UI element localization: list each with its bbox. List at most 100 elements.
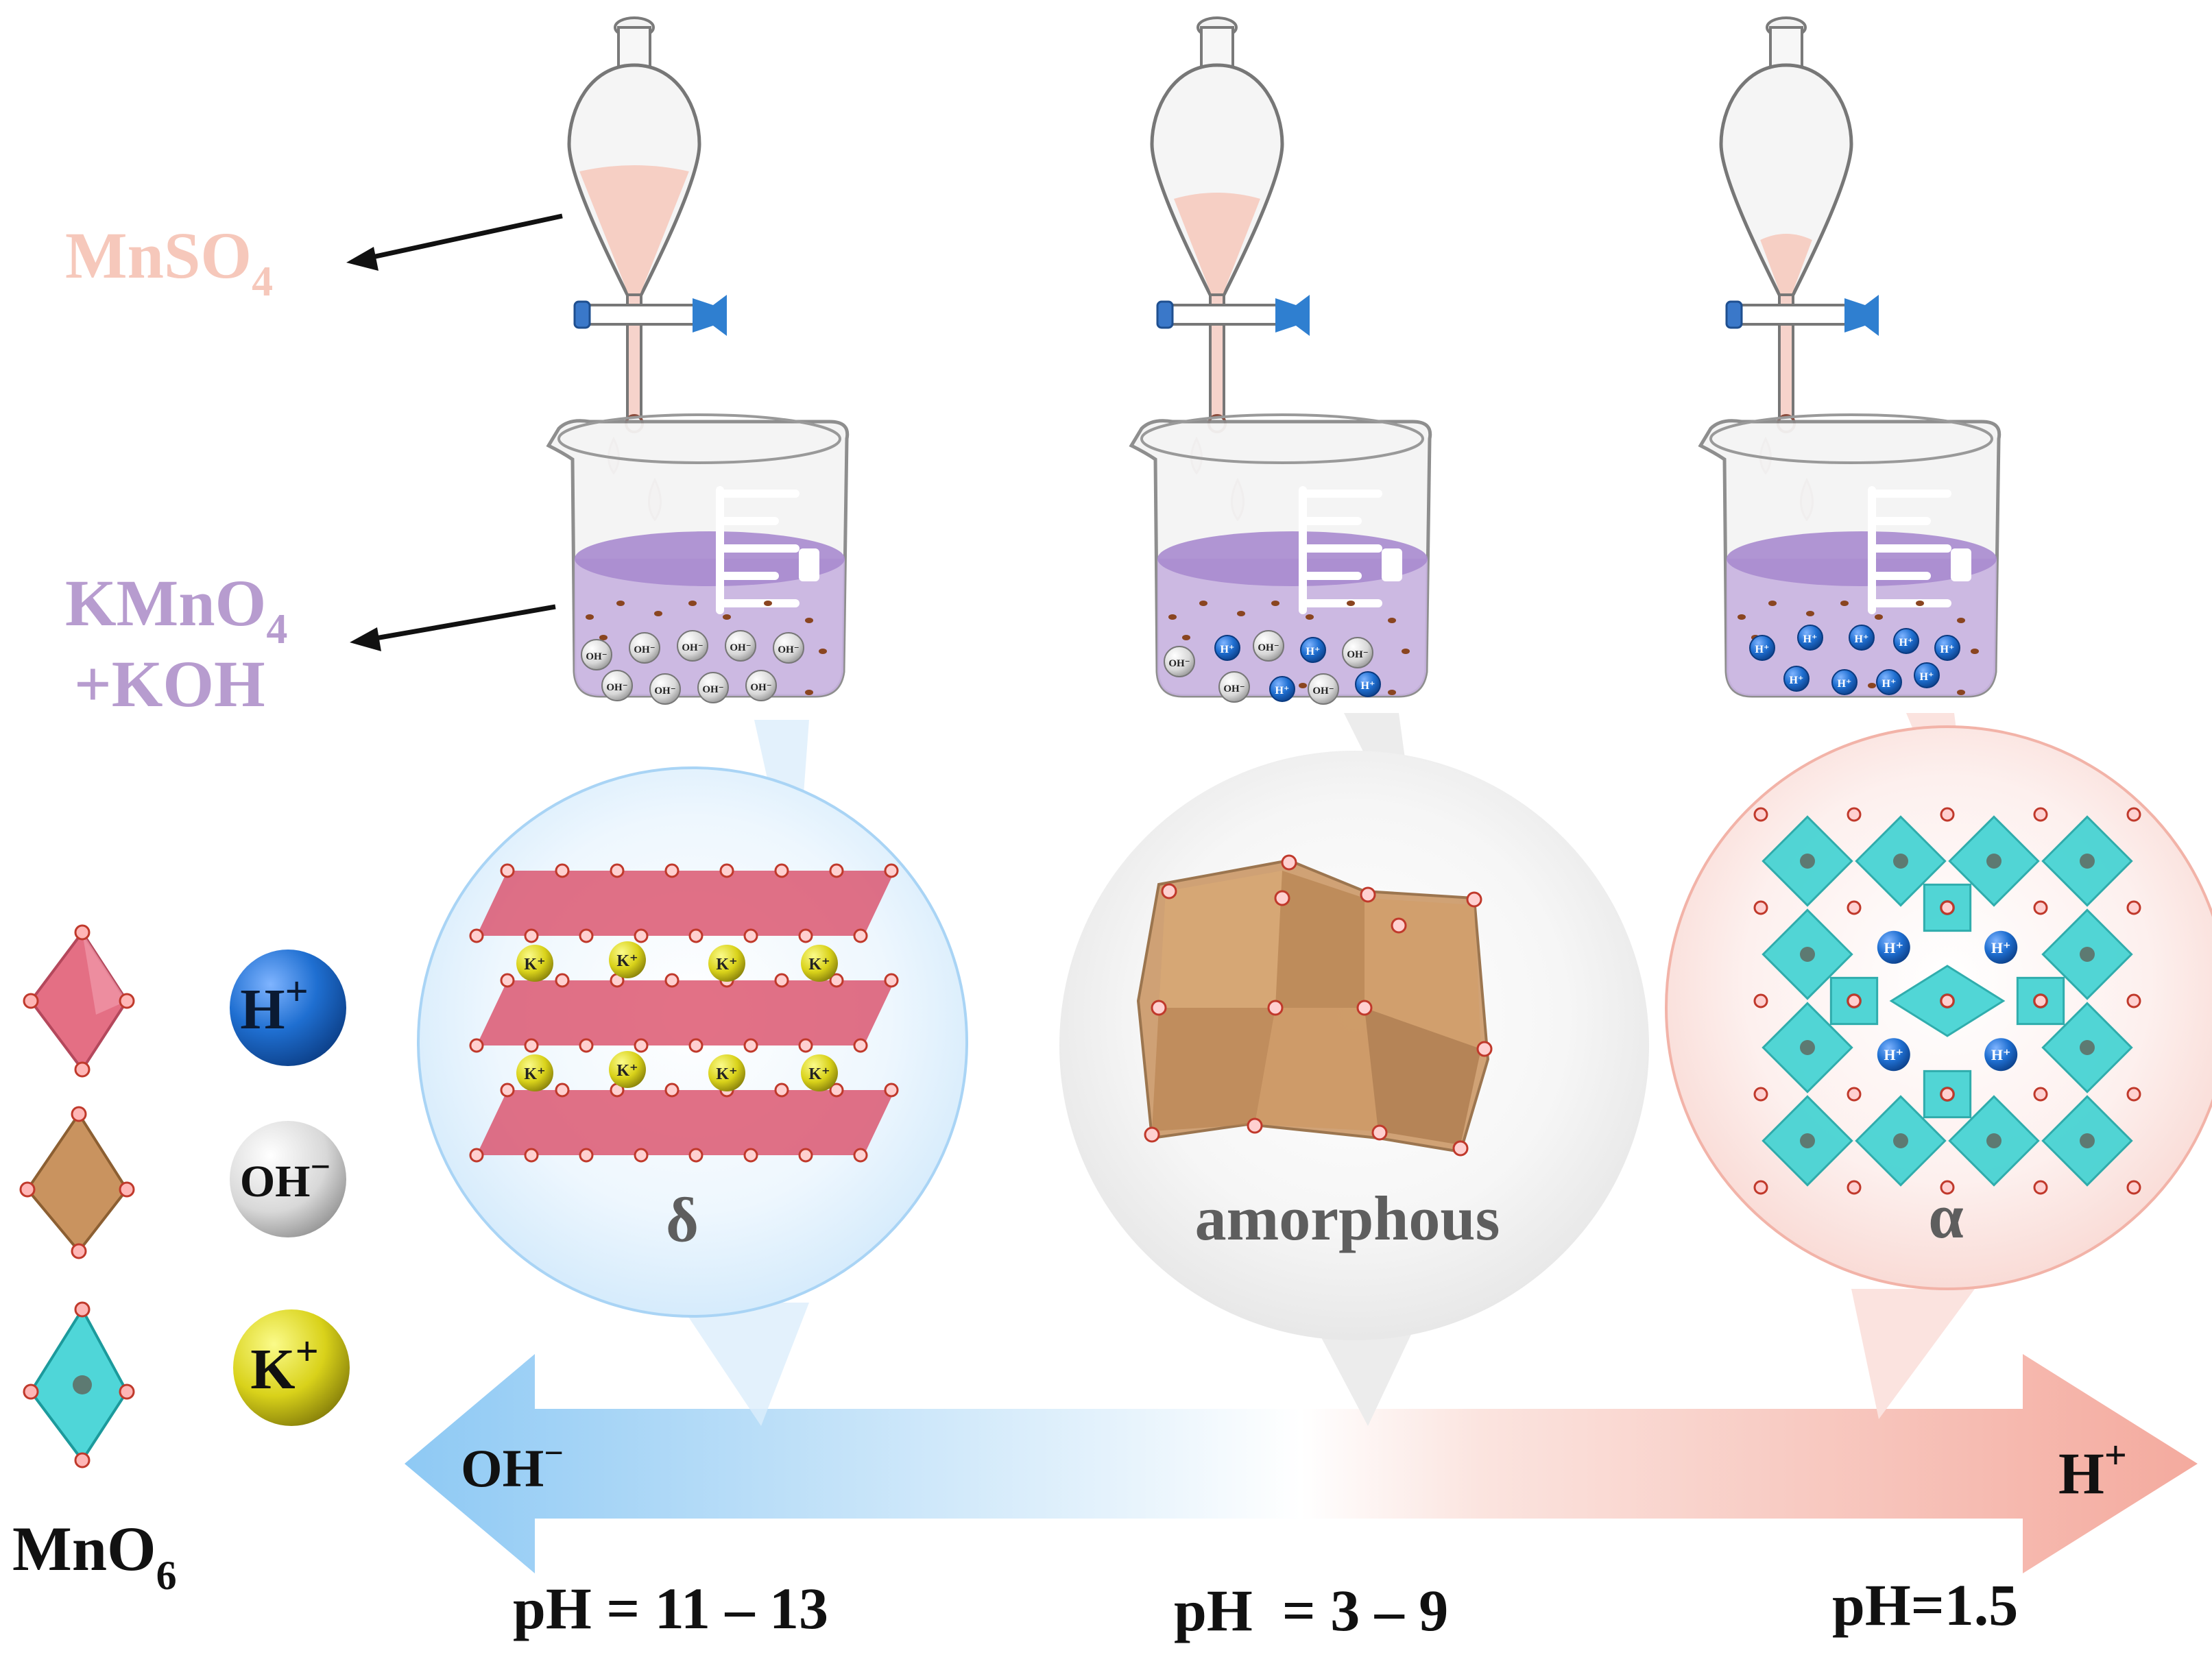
alpha-octahedron bbox=[1762, 908, 1853, 1000]
svg-text:OH⁻: OH⁻ bbox=[730, 642, 751, 653]
h-ion: H⁺ bbox=[1269, 676, 1295, 702]
svg-text:K⁺: K⁺ bbox=[616, 1062, 638, 1080]
oh-ion: OH⁻ bbox=[581, 639, 612, 670]
svg-text:H⁺: H⁺ bbox=[1884, 939, 1903, 956]
h-ion: H⁺ bbox=[1984, 1038, 2018, 1072]
h-ion: H⁺ bbox=[1984, 930, 2018, 964]
alpha-octahedron bbox=[1762, 815, 1853, 907]
svg-text:OH⁻: OH⁻ bbox=[1223, 684, 1245, 694]
mno6-octahedron-pink bbox=[23, 924, 135, 1078]
alpha-octahedron bbox=[1855, 1095, 1947, 1187]
kmno4-pointer-head bbox=[350, 627, 381, 651]
mnso4-pointer-head bbox=[346, 247, 378, 271]
h-ion: H⁺ bbox=[1934, 635, 1960, 661]
svg-text:H⁺: H⁺ bbox=[1991, 1046, 2011, 1063]
legend-ion-h: H+ bbox=[230, 950, 346, 1066]
alpha-octahedron bbox=[2041, 1095, 2133, 1187]
legend-title-mno6: MnO6 bbox=[12, 1514, 177, 1598]
h-ion: H⁺ bbox=[1749, 635, 1775, 661]
h-ion: H⁺ bbox=[1877, 1038, 1910, 1072]
svg-text:OH⁻: OH⁻ bbox=[682, 642, 703, 653]
svg-text:OH⁻: OH⁻ bbox=[778, 644, 799, 655]
h-ion: H⁺ bbox=[1914, 662, 1940, 688]
oh-ion: OH⁻ bbox=[1164, 646, 1195, 677]
svg-text:K⁺: K⁺ bbox=[716, 956, 737, 974]
k-ion: K⁺ bbox=[708, 1054, 745, 1091]
delta-oxygen-atoms bbox=[469, 863, 899, 1163]
oh-ion: OH⁻ bbox=[1342, 637, 1373, 668]
amorphous-oxygen-atoms bbox=[1144, 854, 1493, 1157]
oh-ion: OH⁻ bbox=[1253, 630, 1284, 662]
oh-ion: OH⁻ bbox=[1308, 673, 1339, 705]
k-ion: K⁺ bbox=[516, 945, 553, 982]
oh-ion: OH⁻ bbox=[725, 630, 756, 662]
beaker-funnel-neutral: OH⁻ H⁺ OH⁻ H⁺ OH⁻ OH⁻ H⁺ OH⁻ H⁺ bbox=[1129, 16, 1432, 705]
arrow-right-label: H+ bbox=[2058, 1433, 2127, 1506]
svg-text:H⁺: H⁺ bbox=[1940, 644, 1955, 655]
oh-ion: OH⁻ bbox=[601, 670, 633, 701]
svg-text:H⁺: H⁺ bbox=[1221, 644, 1235, 655]
svg-text:OH−: OH− bbox=[240, 1148, 330, 1207]
svg-text:OH⁻: OH⁻ bbox=[634, 644, 655, 655]
mno6-octahedron-brown bbox=[19, 1106, 135, 1259]
oh-ion: OH⁻ bbox=[745, 670, 777, 701]
mnso4-pointer bbox=[356, 213, 563, 263]
alpha-octahedron bbox=[1762, 1095, 1853, 1187]
oh-ion: OH⁻ bbox=[773, 632, 804, 664]
beaker-funnel-acidic: H⁺ H⁺ H⁺ H⁺ H⁺ H⁺ H⁺ H⁺ H⁺ bbox=[1698, 16, 2001, 698]
arrow-left-label: OH− bbox=[461, 1434, 564, 1498]
k-ion: K⁺ bbox=[708, 945, 745, 982]
svg-text:H+: H+ bbox=[240, 969, 309, 1041]
svg-text:K⁺: K⁺ bbox=[716, 1065, 737, 1083]
h-ion: H⁺ bbox=[1355, 671, 1381, 697]
legend-ion-oh: OH− bbox=[230, 1121, 346, 1237]
svg-text:OH⁻: OH⁻ bbox=[1347, 649, 1368, 660]
delta-k-ions: K⁺ K⁺ K⁺ K⁺ K⁺ K⁺ K⁺ K⁺ bbox=[516, 941, 838, 1091]
svg-text:H⁺: H⁺ bbox=[1882, 678, 1897, 690]
legend: H+ OH− K+ MnO6 bbox=[12, 924, 350, 1598]
k-ion: K⁺ bbox=[801, 945, 838, 982]
h-ion: H⁺ bbox=[1797, 625, 1823, 651]
ph-label-neutral: pH = 3 – 9 bbox=[1174, 1578, 1448, 1643]
ph-label-alkaline: pH = 11 – 13 bbox=[513, 1575, 828, 1641]
svg-text:H⁺: H⁺ bbox=[1275, 685, 1290, 697]
koh-label: +KOH bbox=[74, 647, 265, 721]
svg-text:H⁺: H⁺ bbox=[1838, 678, 1852, 690]
alpha-octahedron bbox=[1948, 1095, 2040, 1187]
double-arrow-shape bbox=[405, 1354, 2198, 1573]
alpha-octahedron bbox=[1948, 815, 2040, 907]
kmno4-label: KMnO4 bbox=[65, 566, 287, 653]
h-ion: H⁺ bbox=[1214, 635, 1240, 661]
delta-layered-structure: K⁺ K⁺ K⁺ K⁺ K⁺ K⁺ K⁺ K⁺ bbox=[469, 863, 899, 1163]
legend-ion-k: K+ bbox=[233, 1309, 350, 1426]
svg-text:OH⁻: OH⁻ bbox=[586, 651, 607, 662]
phase-label-amorphous: amorphous bbox=[1195, 1183, 1500, 1253]
kmno4-pointer bbox=[359, 604, 556, 644]
k-ion: K⁺ bbox=[801, 1054, 838, 1091]
oh-ion: OH⁻ bbox=[1218, 671, 1250, 703]
ph-gradient-arrow bbox=[405, 1354, 2198, 1573]
k-ion: K⁺ bbox=[609, 941, 646, 978]
svg-text:H⁺: H⁺ bbox=[1884, 1046, 1903, 1063]
amorphous-structure bbox=[1136, 854, 1493, 1157]
svg-text:K⁺: K⁺ bbox=[524, 1065, 545, 1083]
alpha-octahedron bbox=[2041, 908, 2133, 1000]
svg-text:H⁺: H⁺ bbox=[1920, 671, 1934, 683]
svg-text:H⁺: H⁺ bbox=[1803, 633, 1818, 645]
svg-text:OH⁻: OH⁻ bbox=[702, 684, 723, 695]
svg-text:K⁺: K⁺ bbox=[524, 956, 545, 974]
oh-ion: OH⁻ bbox=[677, 630, 708, 662]
ph-label-acidic: pH=1.5 bbox=[1832, 1572, 2018, 1638]
h-ion: H⁺ bbox=[1300, 637, 1326, 663]
svg-text:H⁺: H⁺ bbox=[1899, 637, 1914, 649]
h-ion: H⁺ bbox=[1831, 669, 1858, 695]
svg-text:OH⁻: OH⁻ bbox=[750, 682, 771, 693]
svg-text:H⁺: H⁺ bbox=[1755, 644, 1770, 655]
svg-text:H⁺: H⁺ bbox=[1855, 633, 1869, 645]
phase-label-alpha: α bbox=[1928, 1181, 1963, 1251]
h-ion: H⁺ bbox=[1893, 628, 1919, 654]
svg-text:H⁺: H⁺ bbox=[1790, 675, 1804, 686]
svg-text:OH⁻: OH⁻ bbox=[1258, 642, 1279, 653]
mno6-octahedron-cyan bbox=[23, 1301, 135, 1468]
svg-text:H⁺: H⁺ bbox=[1306, 646, 1321, 657]
